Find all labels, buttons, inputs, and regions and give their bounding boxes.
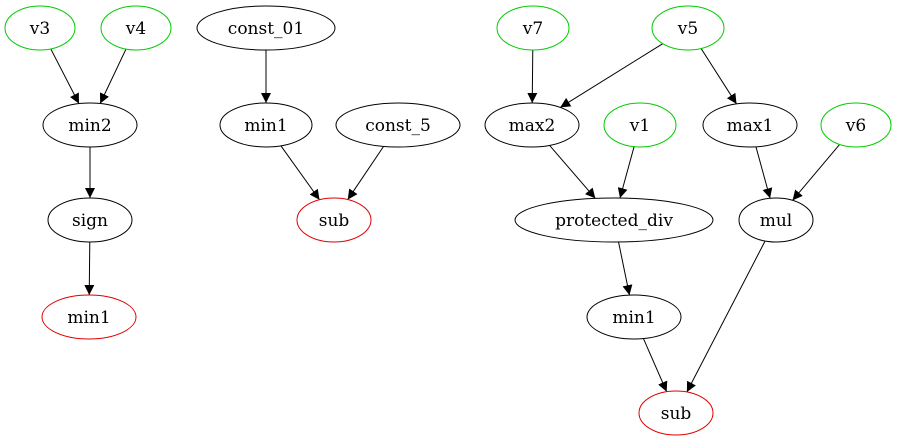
node-t3_max2: max2 [484, 102, 580, 148]
node-label: const_5 [365, 116, 431, 136]
node-label: min1 [67, 308, 110, 328]
edge-t1_sign-to-t1_min1 [84, 241, 95, 296]
node-label: v6 [845, 116, 866, 136]
node-t3_v7: v7 [496, 5, 570, 51]
node-label: v5 [677, 19, 698, 39]
node-label: const_01 [228, 19, 304, 39]
node-ellipse [4, 5, 76, 51]
node-ellipse [820, 102, 892, 148]
node-label: mul [760, 211, 793, 231]
node-t1_min1: min1 [41, 294, 137, 340]
node-ellipse [738, 197, 814, 243]
node-ellipse [335, 102, 461, 148]
node-ellipse [100, 5, 172, 51]
node-t3_v5: v5 [651, 5, 725, 51]
node-t1_v4: v4 [100, 5, 172, 51]
edge-t1_v4-to-t1_min2 [99, 48, 127, 104]
edge-t2_const5-to-t2_sub [347, 146, 384, 200]
node-ellipse [651, 5, 725, 51]
node-label: max2 [509, 116, 556, 136]
edge-t3_max1-to-t3_mul [755, 146, 773, 199]
edge-t2_min1-to-t2_sub [280, 145, 320, 201]
node-t3_mul: mul [738, 197, 814, 243]
node-ellipse [219, 102, 313, 148]
node-label: sub [319, 211, 350, 231]
node-ellipse [496, 5, 570, 51]
node-label: sign [72, 211, 108, 231]
node-t2_sub: sub [296, 197, 372, 243]
node-ellipse [296, 197, 372, 243]
edge-t3_v5-to-t3_max1 [700, 48, 737, 105]
edge-t3_v1-to-t3_pdiv [617, 146, 635, 199]
node-ellipse [603, 102, 677, 148]
node-t3_pdiv: protected_div [514, 197, 714, 243]
node-t3_min1: min1 [586, 294, 682, 340]
node-label: v1 [629, 116, 650, 136]
node-label: min1 [244, 116, 287, 136]
node-ellipse [41, 294, 137, 340]
node-t3_max1: max1 [702, 102, 798, 148]
node-ellipse [42, 102, 138, 148]
edge-t3_v6-to-t3_mul [792, 144, 841, 201]
node-t2_min1: min1 [219, 102, 313, 148]
node-t2_const01: const_01 [196, 5, 336, 51]
node-label: min2 [68, 116, 111, 136]
edge-t3_v5-to-t3_max2 [560, 43, 664, 108]
edge-t1_v3-to-t1_min2 [50, 48, 80, 104]
node-ellipse [638, 390, 714, 436]
node-ellipse [196, 5, 336, 51]
edge-t3_v7-to-t3_max2 [527, 49, 538, 104]
node-label: sub [661, 404, 692, 424]
node-label: v4 [125, 19, 146, 39]
node-ellipse [586, 294, 682, 340]
edges-layer [50, 43, 841, 393]
node-t3_v1: v1 [603, 102, 677, 148]
node-t2_const5: const_5 [335, 102, 461, 148]
node-ellipse [514, 197, 714, 243]
node-label: v3 [29, 19, 50, 39]
edge-t3_pdiv-to-t3_min1 [618, 241, 633, 296]
node-t3_sub: sub [638, 390, 714, 436]
edge-t3_max2-to-t3_pdiv [549, 145, 596, 199]
node-label: v7 [522, 19, 543, 39]
node-label: protected_div [555, 211, 673, 231]
node-t1_sign: sign [47, 197, 133, 243]
node-label: min1 [612, 308, 655, 328]
node-t1_min2: min2 [42, 102, 138, 148]
edge-t3_min1-to-t3_sub [642, 338, 668, 392]
node-ellipse [484, 102, 580, 148]
node-ellipse [702, 102, 798, 148]
node-t1_v3: v3 [4, 5, 76, 51]
node-label: max1 [727, 116, 774, 136]
node-ellipse [47, 197, 133, 243]
node-t3_v6: v6 [820, 102, 892, 148]
edge-t3_mul-to-t3_sub [686, 240, 766, 393]
